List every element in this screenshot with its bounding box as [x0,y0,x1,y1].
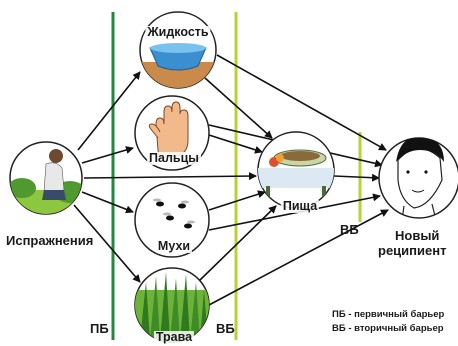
arrow-grass-food [199,205,277,281]
fly-icon [153,198,164,207]
food-icon [258,149,334,200]
arrow-source-liquid [77,71,141,151]
primary-barrier-label: ПБ [90,321,109,336]
arrow-source-flies [81,191,134,214]
recipient-label-line1: Новый [395,228,440,243]
fingers-label: Пальцы [147,151,201,165]
food-label: Пища [280,199,320,213]
recipient-label-line2: реципиент [378,243,447,258]
face-icon [396,138,444,218]
secondary-barrier-label: ВБ [216,321,235,336]
hand-icon [148,101,189,157]
food-node [257,131,335,209]
arrow-grass-recipient [208,209,389,306]
arrow-source-food [83,172,257,181]
arrow-liquid-recipient [216,54,387,151]
fly-icon [184,220,195,229]
legend-primary-barrier: ПБ - первичный барьер [332,309,445,320]
arrow-flies-recipient [208,193,381,231]
flies-node [134,182,210,258]
arrow-liquid-food [204,77,273,139]
arrow-source-grass [73,204,141,283]
person-head-icon [49,149,63,163]
arrow-flies-food [208,190,266,211]
fly-icon [163,212,174,221]
secondary-barrier-food-label: ВБ [340,222,359,237]
source-label: Испражнения [6,233,94,248]
grass-node [134,267,210,343]
legend-secondary-barrier: ВБ - вторичный барьер [332,323,444,334]
recipient-node [378,137,458,219]
grass-label: Трава [153,330,195,344]
arrows [73,54,389,306]
liquid-label: Жидкость [145,25,211,39]
fingers-node [134,95,210,171]
arrow-source-fingers [81,146,134,164]
fly-icon [178,200,189,209]
flies-label: Мухи [155,239,193,253]
arrow-fingers-food [208,134,263,154]
arrow-food-recipient [333,173,380,182]
